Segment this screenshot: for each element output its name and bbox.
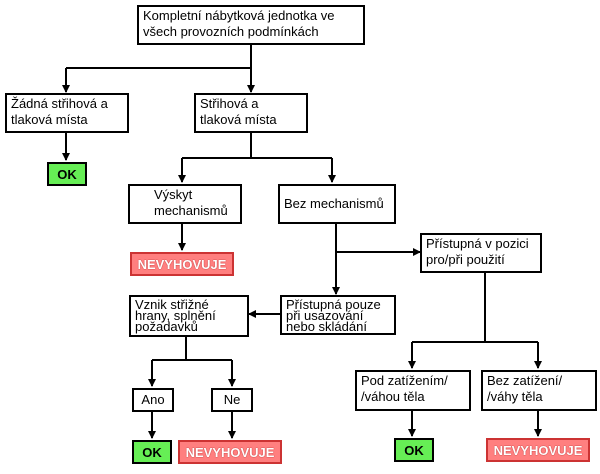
node-accessible-use: Přístupná v pozici pro/při použití bbox=[420, 233, 542, 273]
node-mechanisms: Výskyt mechanismů bbox=[128, 184, 242, 224]
node-shear-line-1: Střihová a bbox=[200, 96, 259, 111]
result-fail-mechanisms: NEVYHOVUJE bbox=[130, 252, 234, 276]
node-accessible-setup-line-1: Přístupná pouze bbox=[286, 297, 381, 312]
node-no-shear-line-1: Žádná střihová a bbox=[11, 96, 108, 111]
node-under-load-line-2: /váhou těla bbox=[361, 389, 425, 404]
result-ok-yes: OK bbox=[132, 440, 172, 464]
node-accessible-setup-line-2: při usazování bbox=[286, 308, 364, 323]
node-mechanisms-line-1: Výskyt bbox=[154, 187, 193, 202]
node-no-load-line-1: Bez zatížení/ bbox=[487, 373, 563, 388]
node-mechanisms-line-2: mechanismů bbox=[154, 203, 228, 218]
node-under-load: Pod zatížením/ /váhou těla bbox=[355, 370, 471, 411]
node-root: Kompletní nábytková jednotka ve všech pr… bbox=[137, 5, 365, 45]
node-no-shear-line-2: tlaková místa bbox=[11, 112, 88, 127]
node-no-shear: Žádná střihová a tlaková místa bbox=[5, 93, 129, 133]
node-edge-check: Vznik střižné hrany, splnění požadavků bbox=[129, 295, 249, 337]
node-accessible-setup-line-3: nebo skládání bbox=[286, 319, 367, 334]
node-edge-check-line-1: Vznik střižné bbox=[135, 297, 209, 312]
node-root-line-2: všech provozních podmínkách bbox=[143, 24, 319, 39]
result-fail-no: NEVYHOVUJE bbox=[178, 440, 282, 464]
node-edge-check-line-3: požadavků bbox=[135, 319, 198, 334]
node-no-mechanisms: Bez mechanismů bbox=[278, 184, 396, 224]
node-shear: Střihová a tlaková místa bbox=[194, 93, 308, 133]
result-ok-no-shear: OK bbox=[47, 162, 87, 186]
node-yes-label: Ano bbox=[141, 392, 165, 407]
node-no-mechanisms-line-1: Bez mechanismů bbox=[284, 196, 384, 211]
node-no-load-line-2: /váhy těla bbox=[487, 389, 543, 404]
node-no-load: Bez zatížení/ /váhy těla bbox=[481, 370, 597, 411]
node-yes: Ano bbox=[132, 388, 174, 412]
node-accessible-use-line-2: pro/při použití bbox=[426, 252, 505, 267]
node-accessible-setup: Přístupná pouze při usazování nebo sklád… bbox=[280, 295, 396, 335]
node-shear-line-2: tlaková místa bbox=[200, 112, 277, 127]
node-no: Ne bbox=[211, 388, 253, 412]
node-accessible-use-line-1: Přístupná v pozici bbox=[426, 236, 529, 251]
result-ok-under-load: OK bbox=[394, 438, 434, 462]
node-edge-check-line-2: hrany, splnění bbox=[135, 308, 216, 323]
node-root-line-1: Kompletní nábytková jednotka ve bbox=[143, 8, 335, 23]
result-fail-no-load: NEVYHOVUJE bbox=[486, 438, 590, 462]
node-under-load-line-1: Pod zatížením/ bbox=[361, 373, 448, 388]
node-no-label: Ne bbox=[223, 392, 241, 407]
